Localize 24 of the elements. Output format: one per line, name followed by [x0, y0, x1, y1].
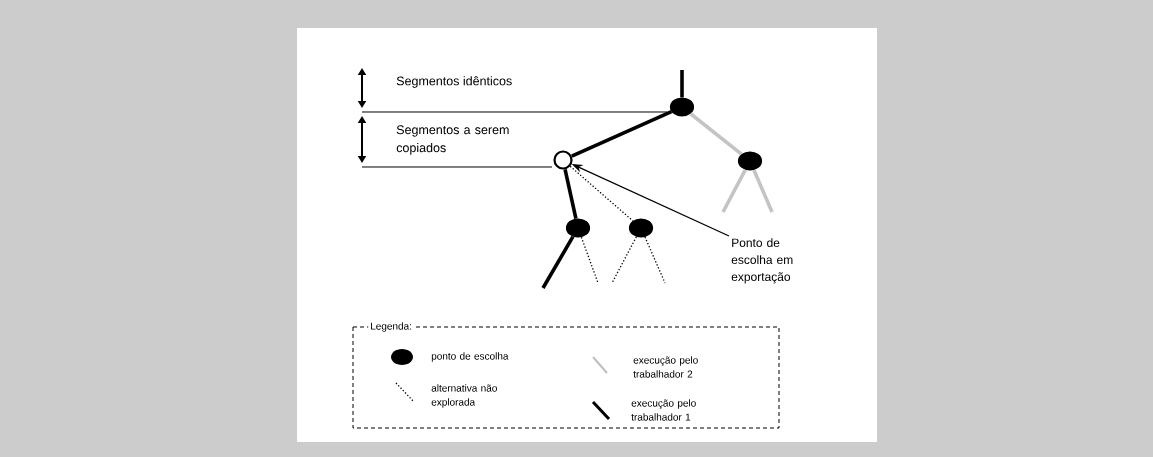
legend-text: ponto de escolha: [431, 352, 509, 362]
legend-title: Legenda:: [368, 320, 414, 334]
legend-text: alternativa não explorada: [431, 384, 497, 408]
branch-line: [689, 112, 743, 156]
open-choice-point: [553, 150, 573, 170]
branch-line: [563, 168, 578, 219]
branch-line: [571, 110, 673, 158]
legend-text: execução pelo trabalhador 2: [633, 356, 698, 378]
choice-point: [737, 151, 763, 171]
branch-line: [721, 169, 747, 213]
dotted-branch-line: [611, 236, 637, 284]
dotted-branch-line: [569, 165, 634, 222]
callout-text: Ponto de escolha em exportação: [731, 238, 793, 284]
choice-point: [565, 218, 591, 238]
dotted-branch-line: [580, 236, 599, 284]
dimension-label: Segmentos a serem copiados: [396, 125, 509, 155]
dimension-label: Segmentos idênticos: [396, 76, 512, 88]
choice-point: [628, 218, 654, 238]
branch-line: [541, 235, 575, 289]
choice-point: [669, 97, 695, 117]
legend-text: execução pelo trabalhador 1: [631, 399, 696, 421]
branch-line: [752, 169, 774, 213]
branch-line: [680, 70, 684, 98]
dotted-branch-line: [644, 236, 666, 284]
